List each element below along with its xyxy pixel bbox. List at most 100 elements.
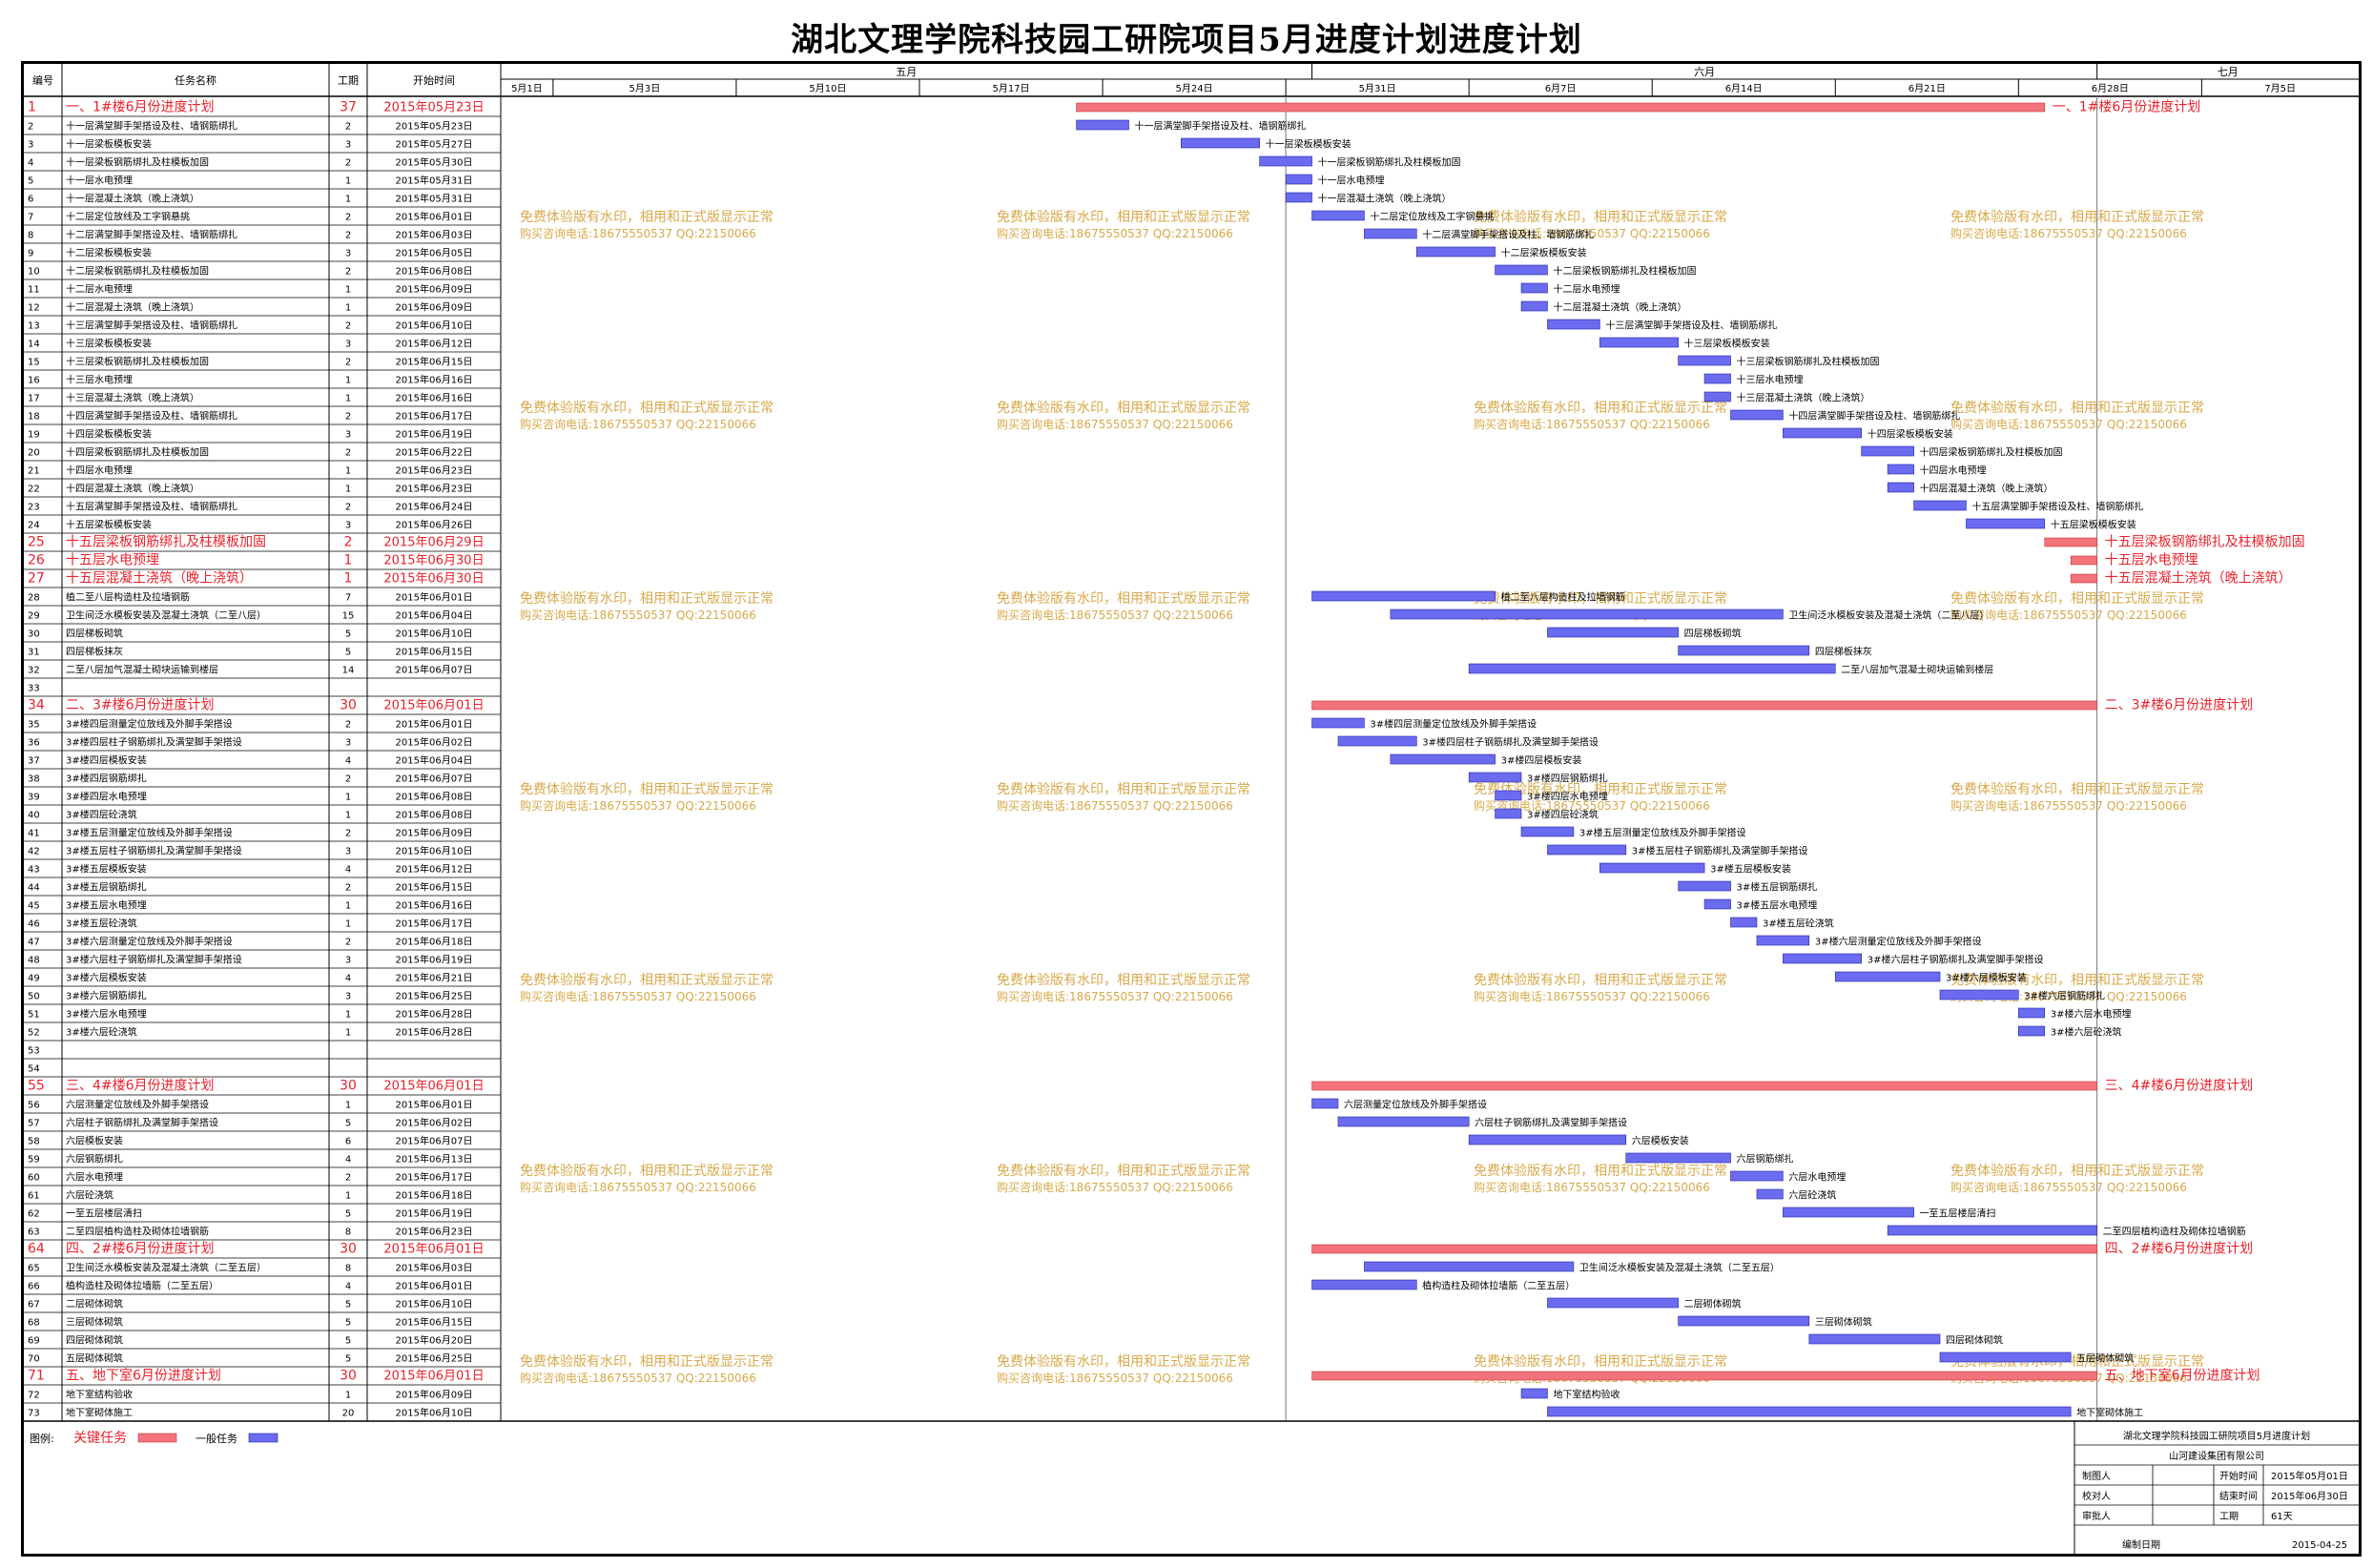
task-name: 四层砌体砌筑 (66, 1334, 123, 1347)
task-no: 20 (28, 448, 40, 459)
watermark-line-2: 购买咨询电话:18675550537 QQ:22150066 (997, 989, 1233, 1003)
bar-label: 3#楼五层柱子钢筋绑扎及满堂脚手架搭设 (1632, 845, 1808, 857)
bar-label: 四层梯板砌筑 (1684, 628, 1742, 640)
task-duration: 1 (345, 811, 351, 821)
task-name: 十一层梁板模板安装 (66, 138, 152, 151)
bar-label: 六层测量定位放线及外脚手架搭设 (1344, 1099, 1487, 1111)
task-duration: 5 (345, 1354, 351, 1365)
task-start: 2015年06月19日 (396, 1207, 473, 1220)
bar-label: 3#楼六层模板安装 (1946, 972, 2027, 984)
watermark-line-1: 免费体验版有水印，相用和正式版显示正常 (520, 782, 774, 797)
bar-label: 地下室结构验收 (1553, 1389, 1620, 1401)
info-checker: 校对人 (2082, 1490, 2111, 1502)
task-name: 二层砌体砌筑 (66, 1298, 123, 1310)
task-no: 59 (28, 1155, 40, 1166)
task-bar (1520, 300, 1548, 312)
task-no: 28 (28, 593, 40, 604)
bar-label: 十三层梁板模板安装 (1684, 338, 1770, 350)
task-start: 2015年05月30日 (396, 156, 473, 169)
task-start: 2015年06月01日 (396, 591, 473, 604)
task-bar (1311, 1098, 1339, 1109)
task-duration: 2 (345, 158, 351, 169)
task-bar (1337, 1116, 1470, 1127)
date-tick-label: 6月7日 (1545, 83, 1577, 94)
watermark-line-2: 购买咨询电话:18675550537 QQ:22150066 (997, 798, 1233, 813)
task-name: 3#楼六层模板安装 (66, 972, 147, 984)
task-name: 3#楼四层柱子钢筋绑扎及满堂脚手架搭设 (66, 736, 242, 749)
task-start: 2015年06月25日 (396, 990, 473, 1002)
task-start: 2015年06月15日 (396, 881, 473, 894)
task-no: 4 (28, 158, 33, 169)
task-no: 27 (28, 571, 45, 587)
task-start: 2015年06月30日 (383, 554, 484, 568)
bar-label: 卫生间泛水模板安装及混凝土浇筑（二至五层） (1579, 1262, 1780, 1274)
bar-label: 植构造柱及砌体拉墙筋（二至五层） (1422, 1280, 1575, 1292)
task-duration: 2 (345, 1173, 351, 1184)
bar-label: 五层砌体砌筑 (2076, 1352, 2134, 1365)
watermark-line-2: 购买咨询电话:18675550537 QQ:22150066 (520, 1180, 756, 1194)
watermark-line-1: 免费体验版有水印，相用和正式版显示正常 (1474, 1354, 1727, 1370)
bar-label: 十三层混凝土浇筑（晚上浇筑） (1737, 392, 1870, 404)
task-no: 36 (28, 738, 40, 749)
task-duration: 2 (345, 883, 351, 894)
task-duration: 2 (345, 412, 351, 423)
bar-label: 六层柱子钢筋绑扎及满堂脚手架搭设 (1475, 1117, 1627, 1129)
task-start: 2015年06月07日 (396, 664, 473, 676)
task-duration: 2 (345, 358, 351, 368)
task-bar (1678, 355, 1731, 366)
bar-label: 十三层梁板钢筋绑扎及柱模板加固 (1737, 356, 1880, 368)
task-no: 25 (28, 535, 45, 550)
task-bar (1678, 880, 1731, 892)
task-bar (1390, 609, 1784, 620)
bar-label: 3#楼四层模板安装 (1501, 754, 1582, 767)
watermark-line-1: 免费体验版有水印，相用和正式版显示正常 (997, 210, 1250, 225)
watermark-line-2: 购买咨询电话:18675550537 QQ:22150066 (1950, 1180, 2187, 1194)
task-bar (1311, 717, 1365, 729)
task-name: 十五层混凝土浇筑（晚上浇筑） (66, 571, 253, 587)
task-bar (1887, 482, 1914, 493)
page-title: 湖北文理学院科技园工研院项目5月进度计划进度计划 (791, 21, 1582, 59)
watermark-line-1: 免费体验版有水印，相用和正式版显示正常 (520, 210, 774, 225)
watermark-line-2: 购买咨询电话:18675550537 QQ:22150066 (1950, 608, 2187, 622)
watermark-line-2: 购买咨询电话:18675550537 QQ:22150066 (997, 608, 1233, 622)
task-no: 60 (28, 1173, 40, 1184)
task-name: 四、2#楼6月份进度计划 (66, 1242, 215, 1257)
task-no: 34 (28, 698, 45, 713)
critical-task-bar (2070, 573, 2097, 584)
task-start: 2015年06月01日 (396, 718, 473, 731)
task-bar (1783, 1207, 1914, 1218)
task-duration: 3 (345, 956, 351, 966)
task-no: 1 (28, 100, 36, 115)
watermark-line-1: 免费体验版有水印，相用和正式版显示正常 (520, 401, 774, 416)
legend-normal-swatch (248, 1433, 279, 1443)
watermark-line-1: 免费体验版有水印，相用和正式版显示正常 (997, 973, 1250, 988)
task-start: 2015年06月05日 (396, 247, 473, 259)
task-duration: 7 (345, 593, 351, 604)
task-name: 十三层满堂脚手架搭设及柱、墙钢筋绑扎 (66, 320, 237, 332)
task-start: 2015年06月10日 (396, 845, 473, 857)
task-duration: 3 (345, 340, 351, 350)
bar-label: 3#楼五层测量定位放线及外脚手架搭设 (1579, 827, 1746, 839)
watermark-line-1: 免费体验版有水印，相用和正式版显示正常 (997, 591, 1250, 607)
task-bar (2018, 1007, 2046, 1019)
critical-task-bar (1311, 1244, 2097, 1254)
watermark-line-2: 购买咨询电话:18675550537 QQ:22150066 (997, 417, 1233, 431)
watermark-line-2: 购买咨询电话:18675550537 QQ:22150066 (520, 608, 756, 622)
task-bar (1703, 898, 1731, 910)
task-name: 3#楼六层水电预埋 (66, 1008, 147, 1021)
task-start: 2015年06月30日 (383, 572, 484, 587)
task-duration: 1 (345, 1191, 351, 1202)
task-start: 2015年06月07日 (396, 1135, 473, 1147)
task-name: 3#楼五层柱子钢筋绑扎及满堂脚手架搭设 (66, 845, 242, 857)
task-name: 十三层混凝土浇筑（晚上浇筑） (66, 392, 199, 404)
bar-label: 3#楼四层测量定位放线及外脚手架搭设 (1370, 718, 1537, 731)
task-no: 42 (28, 847, 40, 857)
bar-label: 十一层梁板模板安装 (1266, 138, 1352, 151)
watermark-line-1: 免费体验版有水印，相用和正式版显示正常 (1474, 1164, 1727, 1179)
task-bar (1599, 862, 1705, 874)
task-name: 十四层满堂脚手架搭设及柱、墙钢筋绑扎 (66, 410, 237, 423)
task-name: 3#楼六层砼浇筑 (66, 1026, 137, 1039)
task-bar (1520, 282, 1548, 294)
